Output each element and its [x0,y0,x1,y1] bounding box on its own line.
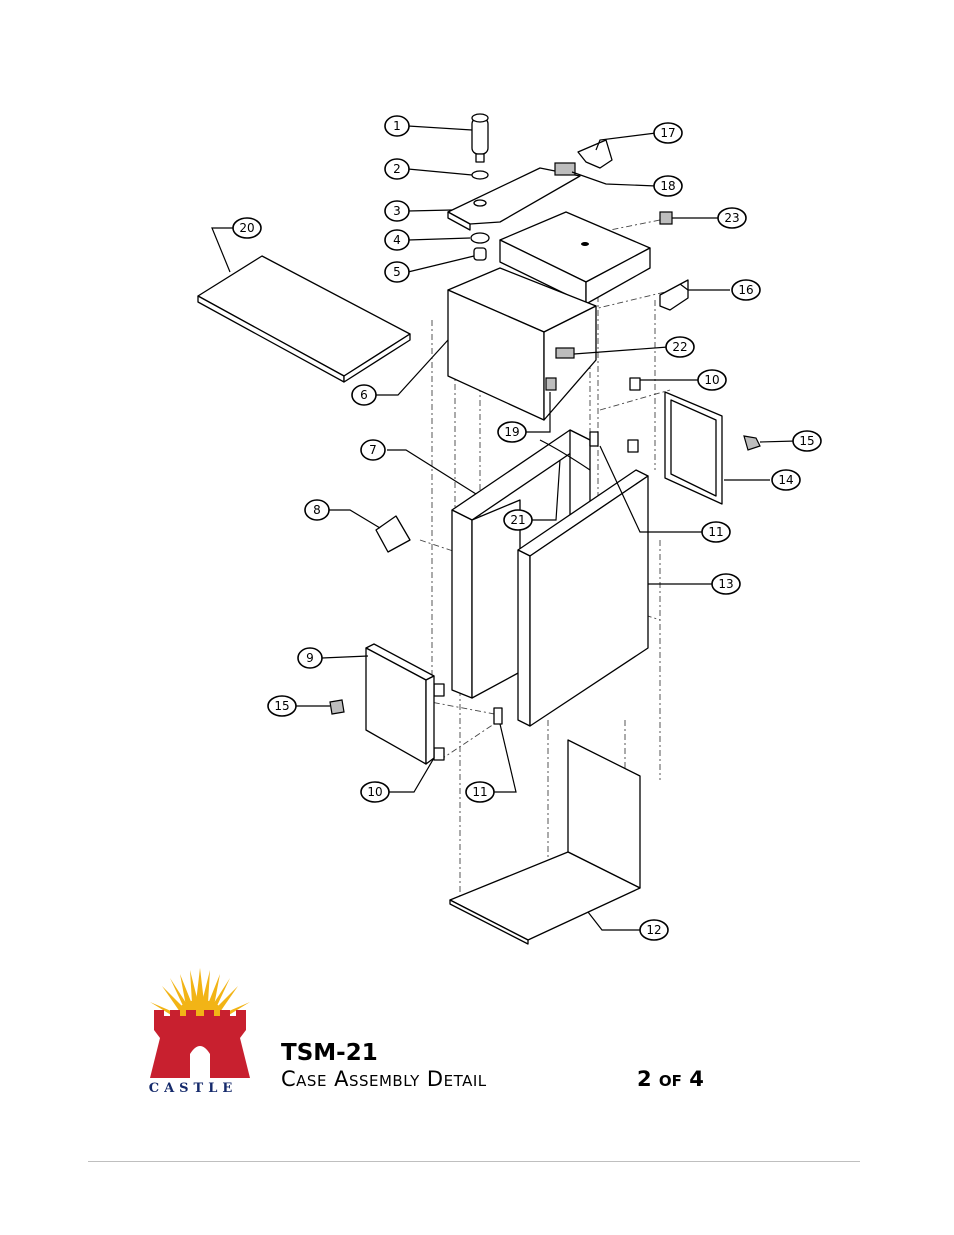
svg-text:1: 1 [393,119,401,133]
callout-14: 14 [771,469,801,491]
part-14-side-door [664,391,723,505]
svg-text:9: 9 [306,651,314,665]
callout-8: 8 [304,499,330,521]
svg-text:2: 2 [393,162,401,176]
svg-text:13: 13 [718,577,733,591]
part-16-bracket [659,279,689,311]
castle-tower-icon [150,1010,250,1078]
svg-text:15: 15 [799,434,814,448]
page-indicator: 2 of 4 [637,1067,704,1091]
part-19-connector [545,377,557,391]
part-11-latch-lower [493,707,503,725]
svg-text:11: 11 [708,525,723,539]
leader-lines [211,125,797,931]
callout-19: 19 [497,421,527,443]
part-10-grommet-lower [433,747,445,761]
callout-11-upper: 11 [701,521,731,543]
callout-7: 7 [360,439,386,461]
callout-13: 13 [711,573,741,595]
part-15-knob-left [329,699,345,715]
callout-20: 20 [232,217,262,239]
svg-text:7: 7 [369,443,377,457]
part-11-latch-upper [589,431,599,447]
callout-12: 12 [639,919,669,941]
svg-text:10: 10 [367,785,382,799]
svg-text:12: 12 [646,923,661,937]
svg-text:22: 22 [672,340,687,354]
footer-divider [88,1161,860,1162]
callout-15-right: 15 [792,430,822,452]
callout-9: 9 [297,647,323,669]
callout-15-left: 15 [267,695,297,717]
callout-22: 22 [665,336,695,358]
callout-1: 1 [384,115,410,137]
exploded-assembly-diagram: 1 2 3 4 5 6 7 8 9 10 10 11 11 12 13 14 1… [197,113,822,945]
svg-text:19: 19 [504,425,519,439]
part-18-switch [554,162,576,176]
svg-text:4: 4 [393,233,401,247]
svg-text:17: 17 [660,126,675,140]
part-1-fuse-holder [471,113,489,163]
svg-text:21: 21 [510,513,525,527]
callout-3: 3 [384,200,410,222]
top-pan [499,211,651,305]
svg-text:6: 6 [360,388,368,402]
part-21-cable [539,439,591,471]
svg-text:3: 3 [393,204,401,218]
part-2-washer [471,170,489,180]
callout-18: 18 [653,175,683,197]
callout-23: 23 [717,207,747,229]
callout-4: 4 [384,229,410,251]
svg-text:16: 16 [738,283,753,297]
part-10-grommet-upper [629,377,641,391]
svg-text:20: 20 [239,221,254,235]
part-10-grommet-right [627,439,639,453]
part-10-grommet-door [433,683,445,697]
callout-21: 21 [503,509,533,531]
part-17-bracket [577,139,613,169]
part-7-frame [451,429,591,699]
part-12-base [449,739,641,945]
part-13-front-panel [517,469,649,727]
callout-5: 5 [384,261,410,283]
callout-17: 17 [653,122,683,144]
castle-logo [150,968,250,1078]
part-9-left-door [365,643,435,765]
svg-text:5: 5 [393,265,401,279]
part-6-upper-housing [447,267,597,421]
svg-text:18: 18 [660,179,675,193]
callout-16: 16 [731,279,761,301]
callout-6: 6 [351,384,377,406]
svg-text:23: 23 [724,211,739,225]
part-22-clips [555,347,575,359]
svg-text:11: 11 [472,785,487,799]
part-20-top-panel [197,255,411,383]
part-4-nut [470,232,490,244]
model-number: TSM-21 [281,1040,378,1066]
callout-2: 2 [384,158,410,180]
part-5-bushing [473,247,487,261]
sun-icon [150,968,250,1024]
part-15-knob-right [743,435,761,451]
callout-11-lower: 11 [465,781,495,803]
page-title: Case Assembly Detail [281,1067,487,1091]
part-8-plate [375,515,411,553]
svg-text:14: 14 [778,473,793,487]
svg-text:10: 10 [704,373,719,387]
callout-10-upper: 10 [697,369,727,391]
callout-10-lower: 10 [360,781,390,803]
brand-wordmark: CASTLE [148,1081,238,1096]
svg-text:15: 15 [274,699,289,713]
part-3-bracket [447,167,581,231]
part-23-clip [659,211,673,225]
svg-text:8: 8 [313,503,321,517]
